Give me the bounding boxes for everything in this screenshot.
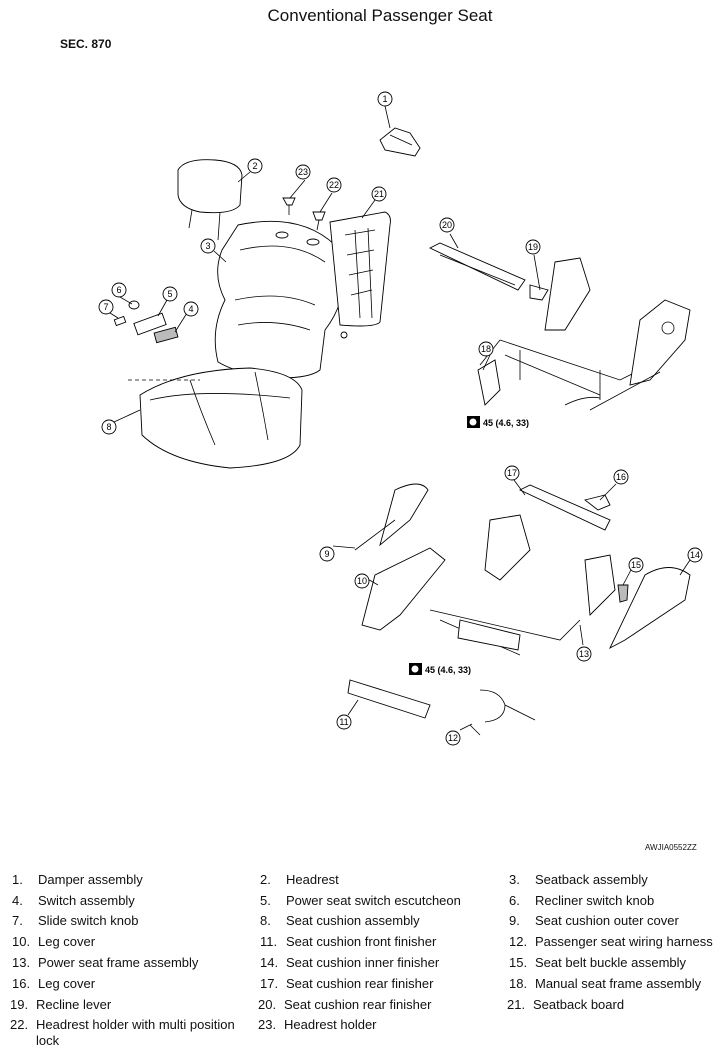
headrest-holders-drawing	[282, 197, 326, 231]
svg-text:13: 13	[579, 649, 589, 659]
svg-text:23: 23	[298, 167, 308, 177]
seatback-board-drawing	[329, 211, 391, 339]
svg-text:7: 7	[103, 302, 108, 312]
svg-text:11: 11	[339, 717, 348, 727]
callout-22: 22	[326, 177, 342, 193]
callout-15: 15	[628, 557, 644, 573]
callout-11: 11	[336, 714, 352, 730]
legend-item: 20.Seat cushion rear finisher	[258, 997, 432, 1012]
callout-1: 1	[377, 91, 393, 107]
legend-item: 8.Seat cushion assembly	[260, 913, 420, 928]
legend-item: 6.Recliner switch knob	[509, 893, 655, 908]
legend-item: 10.Leg cover	[12, 934, 96, 949]
legend-item: 13.Power seat frame assembly	[12, 955, 199, 970]
callout-8: 8	[101, 419, 117, 435]
torque-symbol-upper: 45 (4.6, 33)	[467, 416, 529, 428]
callout-12: 12	[445, 730, 461, 746]
legend-item: 9.Seat cushion outer cover	[509, 913, 679, 928]
svg-text:15: 15	[631, 560, 641, 570]
legend-item: 18.Manual seat frame assembly	[509, 976, 702, 991]
svg-text:9: 9	[324, 549, 329, 559]
damper-assembly-drawing	[379, 127, 421, 157]
svg-text:16: 16	[616, 472, 626, 482]
svg-text:17: 17	[507, 468, 517, 478]
svg-text:19: 19	[528, 242, 538, 252]
svg-text:14: 14	[690, 550, 700, 560]
svg-text:12: 12	[448, 733, 458, 743]
legend-item: 21.Seatback board	[507, 997, 625, 1012]
svg-text:1: 1	[382, 94, 387, 104]
manual-seat-frame-drawing	[428, 242, 691, 411]
legend-item: 1.Damper assembly	[12, 872, 143, 887]
legend-item: 3.Seatback assembly	[509, 872, 648, 887]
leader-lines	[109, 105, 691, 731]
svg-text:10: 10	[357, 576, 367, 586]
svg-text:3: 3	[205, 241, 210, 251]
callout-19: 19	[525, 239, 541, 255]
figure-id: AWJIA0552ZZ	[645, 843, 697, 852]
seatback-drawing	[214, 220, 346, 379]
legend-item: 17.Seat cushion rear finisher	[260, 976, 434, 991]
callout-10: 10	[354, 573, 370, 589]
headrest-drawing	[177, 159, 243, 241]
legend-item: 16.Leg cover	[12, 976, 96, 991]
section-label: SEC. 870	[60, 37, 112, 51]
legend-item: 23.Headrest holder	[258, 1017, 377, 1032]
svg-text:22: 22	[329, 180, 339, 190]
legend-item: 4.Switch assembly	[12, 893, 135, 908]
switch-parts-drawing	[113, 300, 179, 344]
legend-item: 5.Power seat switch escutcheon	[260, 893, 461, 908]
legend-item: 11.Seat cushion front finisher	[260, 934, 437, 949]
callout-16: 16	[613, 469, 629, 485]
callout-13: 13	[576, 646, 592, 662]
legend-item: 22.Headrest holder with multi position l…	[10, 1017, 235, 1048]
svg-text:2: 2	[252, 161, 257, 171]
legend-item: 7.Slide switch knob	[12, 913, 139, 928]
callout-6: 6	[111, 282, 127, 298]
power-seat-frame-drawing	[347, 483, 691, 736]
svg-text:20: 20	[442, 220, 452, 230]
callout-21: 21	[371, 186, 387, 202]
callout-9: 9	[319, 546, 335, 562]
svg-text:4: 4	[188, 304, 193, 314]
svg-text:6: 6	[116, 285, 121, 295]
torque-symbol-lower: 45 (4.6, 33)	[409, 663, 471, 675]
callout-17: 17	[504, 465, 520, 481]
callout-2: 2	[247, 158, 263, 174]
callout-5: 5	[162, 286, 178, 302]
legend-item: 2.Headrest	[260, 872, 339, 887]
seat-cushion-drawing	[128, 367, 303, 469]
legend-item: 15.Seat belt buckle assembly	[509, 955, 687, 970]
exploded-diagram: 45 (4.6, 33) 45 (4.6, 33)	[98, 91, 703, 746]
svg-text:21: 21	[374, 189, 384, 199]
callout-18: 18	[478, 341, 494, 357]
svg-text:18: 18	[481, 344, 491, 354]
callout-4: 4	[183, 301, 199, 317]
legend-item: 12.Passenger seat wiring harness	[509, 934, 713, 949]
legend-item: 14.Seat cushion inner finisher	[260, 955, 440, 970]
callout-3: 3	[200, 238, 216, 254]
legend-item: 19.Recline lever	[10, 997, 112, 1012]
svg-text:8: 8	[106, 422, 111, 432]
torque-label-lower: 45 (4.6, 33)	[425, 665, 471, 675]
callout-20: 20	[439, 217, 455, 233]
torque-label-upper: 45 (4.6, 33)	[483, 418, 529, 428]
page-title: Conventional Passenger Seat	[267, 6, 493, 25]
svg-text:5: 5	[167, 289, 172, 299]
callout-7: 7	[98, 299, 114, 315]
callout-14: 14	[687, 547, 703, 563]
callout-23: 23	[295, 164, 311, 180]
